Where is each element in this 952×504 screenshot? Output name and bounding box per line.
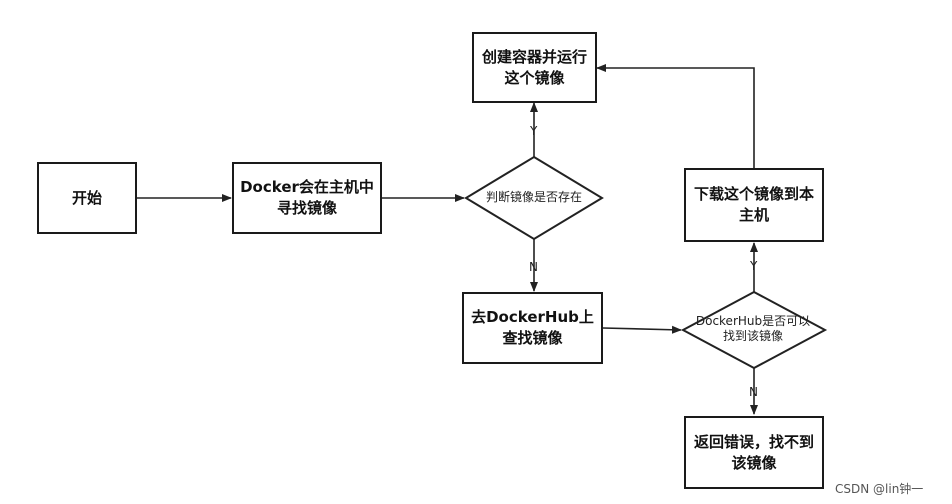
- edge-label-hub-yes: Y: [750, 259, 758, 273]
- edge-label-hub-no: N: [749, 385, 758, 399]
- hub-found-label: DockerHub是否可以找到该镜像: [695, 314, 811, 343]
- arrow-download-to-create: [596, 64, 755, 168]
- check-exists-label: 判断镜像是否存在: [485, 190, 582, 204]
- watermark: CSDN @lin钟一: [835, 482, 924, 496]
- node-search-local: Docker会在主机中寻找镜像: [232, 162, 382, 234]
- node-error: 返回错误，找不到该镜像: [684, 416, 824, 489]
- node-download: 下载这个镜像到本主机: [684, 168, 824, 242]
- node-search-hub: 去DockerHub上查找镜像: [462, 292, 603, 364]
- node-start: 开始: [37, 162, 137, 234]
- arrow-hub-to-decision: [602, 325, 682, 334]
- edge-label-check-yes: Y: [530, 124, 538, 138]
- node-create-run: 创建容器并运行这个镜像: [472, 32, 597, 103]
- edge-label-check-no: N: [529, 260, 538, 274]
